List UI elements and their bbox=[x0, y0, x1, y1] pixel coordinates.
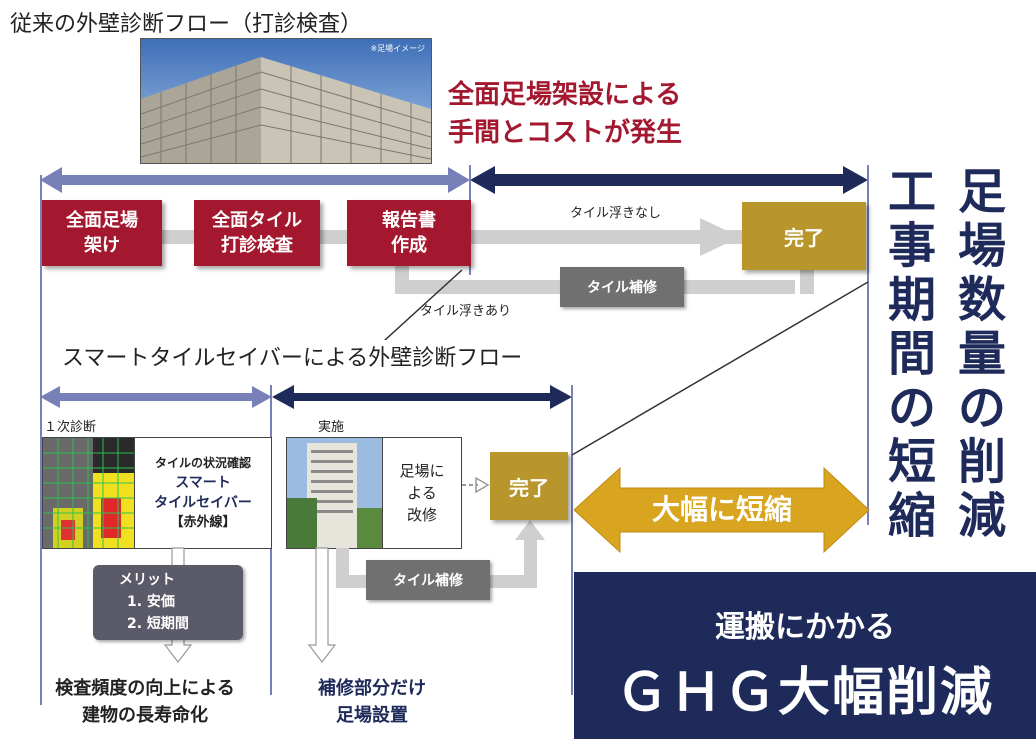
smart-complete: 完了 bbox=[490, 452, 568, 520]
col2-char2: 場 bbox=[957, 218, 1006, 274]
first-diagnosis-label: １次診断 bbox=[44, 420, 97, 435]
scaffold-photo-graphic bbox=[141, 39, 431, 163]
top-timeline-arrows bbox=[40, 166, 868, 194]
vline-start bbox=[40, 175, 42, 705]
col2-char4: 量 bbox=[957, 326, 1006, 382]
side-col-scaffold: 足 場 数 量 の 削 減 bbox=[955, 165, 1009, 543]
col1-char4: 間 bbox=[887, 326, 936, 382]
scaffold-line3: 改修 bbox=[406, 506, 437, 524]
smart-check-box: タイルの状況確認 スマート タイルセイバー 【赤外線】 bbox=[134, 437, 272, 549]
building-photo-graphic bbox=[287, 438, 383, 548]
side-col-duration: 工 事 期 間 の 短 縮 bbox=[885, 165, 939, 543]
thermal-image-graphic bbox=[43, 438, 135, 548]
step2-line2: 打診検査 bbox=[221, 235, 293, 256]
bottom-mid-line1: 補修部分だけ bbox=[318, 678, 426, 699]
traditional-flow-title: 従来の外壁診断フロー（打診検査） bbox=[10, 12, 363, 37]
float-label: タイル浮きあり bbox=[420, 304, 512, 319]
callout-line1: 全面足場架設による bbox=[448, 80, 682, 110]
col1-char6: 短 bbox=[887, 434, 936, 490]
shorten-arrow bbox=[574, 466, 870, 554]
step-report: 報告書作成 bbox=[347, 200, 471, 266]
thermal-image bbox=[42, 437, 136, 549]
step3-line1: 報告書 bbox=[382, 210, 436, 231]
col2-char3: 数 bbox=[957, 272, 1006, 328]
merit-item-1: 1. 安価 bbox=[127, 594, 175, 610]
merit-title: メリット bbox=[119, 572, 175, 588]
bottom-left-line2: 建物の長寿命化 bbox=[82, 705, 208, 726]
bottom-left-text: 検査頻度の向上による 建物の長寿命化 bbox=[20, 675, 270, 729]
col2-char1: 足 bbox=[957, 164, 1006, 220]
bottom-mid-text: 補修部分だけ 足場設置 bbox=[292, 675, 452, 729]
col2-char6: 削 bbox=[957, 434, 1006, 490]
col1-char3: 期 bbox=[887, 272, 936, 328]
step3-line2: 作成 bbox=[391, 235, 427, 256]
col2-char7: 減 bbox=[957, 488, 1006, 544]
check-line1: タイルの状況確認 bbox=[154, 456, 251, 470]
step1-line1: 全面足場 bbox=[66, 210, 138, 231]
bottom-left-line1: 検査頻度の向上による bbox=[55, 678, 235, 699]
col1-char1: 工 bbox=[887, 164, 936, 220]
merit-box: メリット 1. 安価 2. 短期間 bbox=[93, 565, 243, 640]
smart-flow-title: スマートタイルセイバーによる外壁診断フロー bbox=[62, 346, 523, 371]
step1-line2: 架け bbox=[84, 235, 120, 256]
ghg-box: 運搬にかかる ＧＨＧ大幅削減 bbox=[574, 572, 1036, 739]
check-line3: タイルセイバー bbox=[154, 495, 252, 511]
merit-item-2: 2. 短期間 bbox=[127, 616, 189, 632]
col2-char5: の bbox=[957, 380, 1006, 436]
bottom-mid-line2: 足場設置 bbox=[336, 705, 408, 726]
implementation-label: 実施 bbox=[318, 420, 345, 435]
smart-tile-repair: タイル補修 bbox=[366, 560, 490, 600]
check-line2: スマート bbox=[175, 475, 231, 491]
scaffold-line2: よる bbox=[407, 484, 437, 502]
traditional-tile-repair: タイル補修 bbox=[560, 267, 684, 307]
scaffold-repair-box: 足場に よる 改修 bbox=[382, 437, 462, 549]
shorten-label: 大幅に短縮 bbox=[651, 493, 792, 526]
vline-end bbox=[867, 165, 869, 525]
callout-line2: 手間とコストが発生 bbox=[448, 118, 683, 148]
arrow-first-diagnosis bbox=[40, 386, 272, 408]
col1-char2: 事 bbox=[887, 218, 936, 274]
vline-smart-end bbox=[571, 385, 573, 695]
step-full-scaffold: 全面足場架け bbox=[42, 200, 162, 266]
scaffold-photo: ※足場イメージ bbox=[140, 38, 432, 164]
col1-char5: の bbox=[887, 380, 936, 436]
arrow-extra-period bbox=[470, 166, 868, 194]
scaffold-line1: 足場に bbox=[399, 462, 445, 480]
photo-caption: ※足場イメージ bbox=[370, 44, 425, 53]
step-full-tile-test: 全面タイル打診検査 bbox=[194, 200, 320, 266]
col1-char7: 縮 bbox=[887, 488, 936, 544]
step2-line1: 全面タイル bbox=[212, 210, 302, 231]
traditional-complete: 完了 bbox=[742, 202, 866, 270]
ghg-line2: ＧＨＧ大幅削減 bbox=[615, 663, 994, 723]
arrow-implementation bbox=[272, 385, 572, 409]
building-photo bbox=[286, 437, 384, 549]
ghg-line1: 運搬にかかる bbox=[715, 610, 895, 645]
smart-timeline-arrows bbox=[40, 385, 572, 409]
no-float-label: タイル浮きなし bbox=[570, 206, 662, 221]
arrow-scaffold-period bbox=[40, 167, 470, 193]
check-line4: 【赤外線】 bbox=[170, 515, 236, 530]
